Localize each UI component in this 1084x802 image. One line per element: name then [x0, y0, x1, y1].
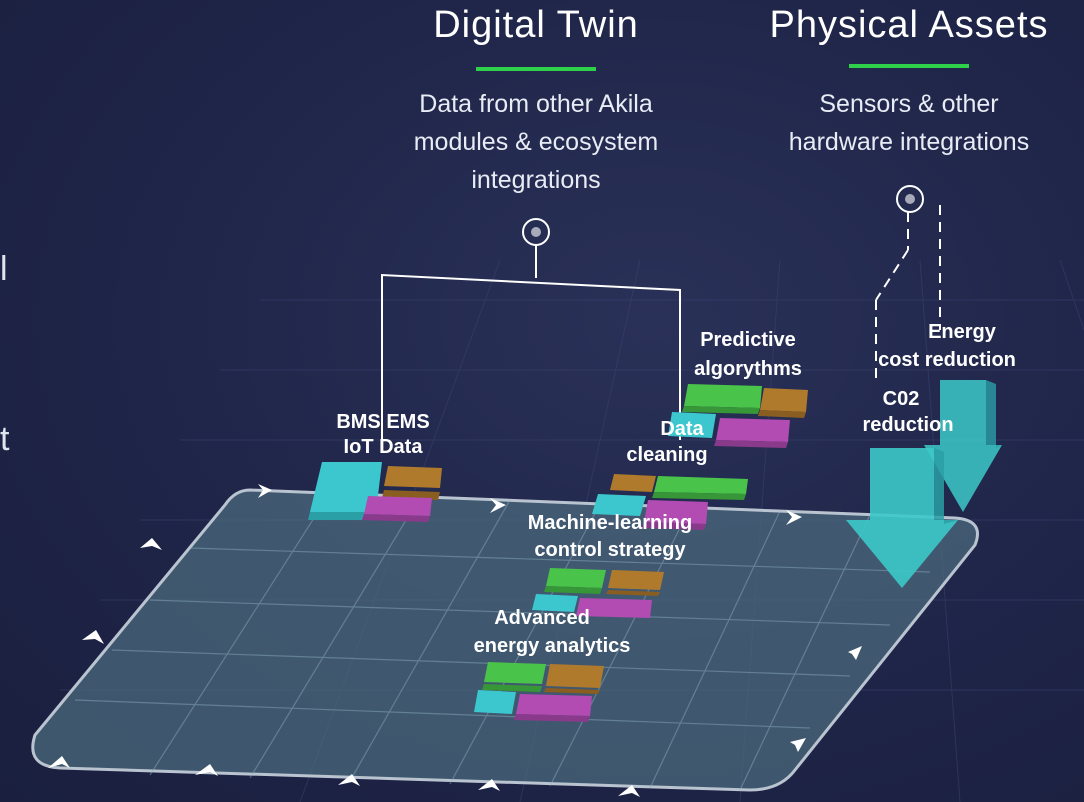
label-predictive: Predictive algorythms: [678, 326, 818, 384]
digital-twin-subtitle-line: integrations: [471, 166, 601, 194]
physical-assets-title: Physical Assets: [769, 4, 1049, 46]
sensor-connector: [875, 205, 941, 380]
digital-twin-title: Digital Twin: [433, 4, 639, 46]
digital-twin-subtitle-line: modules & ecosystem: [413, 128, 659, 156]
label-co2-line: C02: [882, 388, 920, 410]
digital-twin-rule: [476, 67, 596, 71]
platform: [31, 488, 979, 792]
label-energy: Energy cost reduction: [862, 318, 1032, 374]
energy-down-arrow: [924, 380, 1002, 512]
block-stack-lower: [474, 662, 604, 722]
label-predictive-line: Predictive: [700, 329, 796, 351]
target-node-icon: [522, 218, 550, 246]
label-data-cleaning: Data cleaning: [612, 416, 722, 468]
block-stack-analytics: [532, 568, 664, 618]
physical-assets-subtitle-line: Sensors & other: [819, 90, 999, 118]
physical-assets-subtitle: Sensors & other hardware integrations: [744, 85, 1074, 161]
block-stack-bms: [308, 462, 442, 522]
digital-twin-subtitle: Data from other Akila modules & ecosyste…: [356, 85, 716, 199]
label-analytics: Advanced energy analytics: [452, 604, 652, 660]
label-predictive-line: algorythms: [694, 358, 802, 380]
cutoff-text-1: l: [0, 250, 8, 288]
block-stack-ml: [592, 474, 748, 530]
label-co2: C02 reduction: [850, 386, 966, 438]
co2-down-arrow: [846, 448, 958, 588]
block-stack-predictive: [668, 384, 808, 448]
chevron-arrow-icon: [48, 484, 862, 797]
physical-assets-rule: [849, 64, 969, 68]
label-ml-line: control strategy: [534, 539, 686, 561]
label-bms-line: BMS EMS: [336, 411, 430, 433]
physical-assets-subtitle-line: hardware integrations: [788, 128, 1030, 156]
cutoff-text-2: t: [0, 420, 10, 458]
label-data-cleaning-line: Data: [660, 418, 704, 440]
label-bms: BMS EMS IoT Data: [318, 410, 448, 460]
target-node-icon: [896, 185, 924, 213]
label-bms-line: IoT Data: [343, 436, 423, 458]
label-energy-line: cost reduction: [878, 349, 1016, 371]
platform-grid: [74, 492, 931, 791]
label-ml: Machine-learning control strategy: [500, 510, 720, 564]
label-energy-line: Energy: [928, 321, 996, 343]
label-co2-line: reduction: [862, 414, 954, 436]
connector-lines: [381, 245, 681, 440]
label-analytics-line: energy analytics: [473, 635, 631, 657]
label-analytics-line: Advanced: [494, 607, 590, 629]
label-ml-line: Machine-learning: [527, 512, 693, 534]
label-data-cleaning-line: cleaning: [626, 444, 708, 466]
digital-twin-subtitle-line: Data from other Akila: [419, 90, 653, 118]
